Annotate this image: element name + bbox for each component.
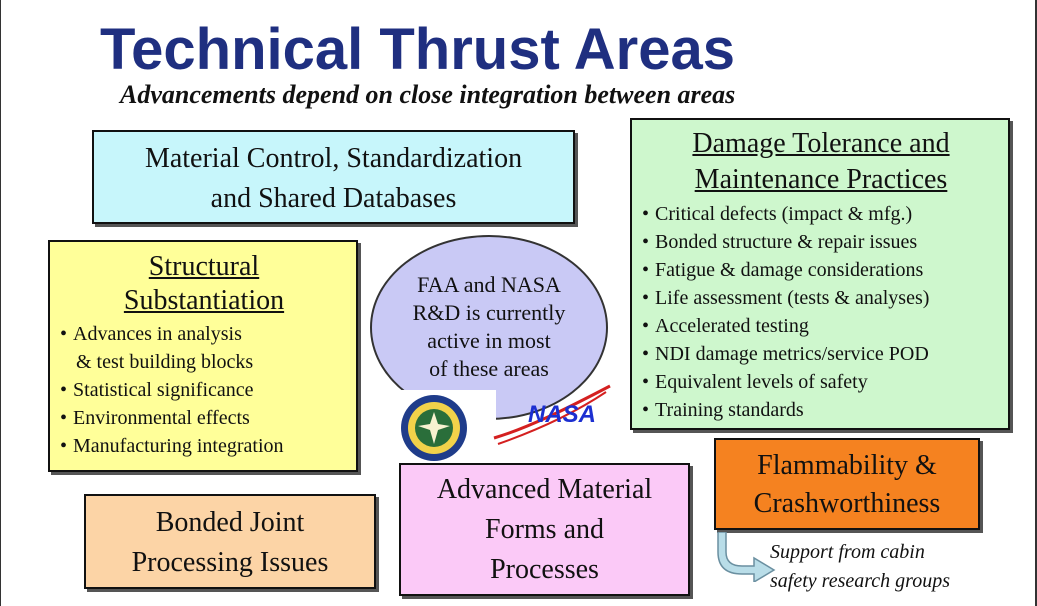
bonded-line-2: Processing Issues [131,547,329,578]
material-control-box: Material Control, Standardization and Sh… [92,130,575,224]
structural-substantiation-box: Structural Substantiation Advances in an… [48,240,358,472]
faa-seal-icon [396,390,496,464]
curved-arrow-icon [716,531,776,584]
flamm-line-2: Crashworthiness [753,488,941,519]
list-item: NDI damage metrics/service POD [642,340,1000,368]
circle-line-2: R&D is currently [412,300,566,325]
faa-nasa-circle: FAA and NASA R&D is currently active in … [370,235,608,420]
list-item: Manufacturing integration [60,432,348,460]
list-item: Life assessment (tests & analyses) [642,284,1000,312]
damage-tolerance-box: Damage Tolerance and Maintenance Practic… [630,118,1010,430]
damage-heading: Damage Tolerance and Maintenance Practic… [642,126,1000,198]
slide-title: Technical Thrust Areas [100,17,735,82]
list-item: Accelerated testing [642,312,1000,340]
list-item: Environmental effects [60,404,348,432]
list-item: Advances in analysis [60,320,348,348]
list-item: Statistical significance [60,376,348,404]
nasa-logo-text: NASA [528,401,596,428]
list-item: Equivalent levels of safety [642,368,1000,396]
bonded-line-1: Bonded Joint [155,507,305,538]
flammability-box: Flammability & Crashworthiness [714,438,980,530]
material-line-1: Material Control, Standardization [144,143,523,174]
structural-heading-line-1: Structural [148,251,260,282]
damage-list: Critical defects (impact & mfg.) Bonded … [642,200,1000,424]
nasa-logo-icon: NASA [488,378,618,448]
circle-line-3: active in most [427,328,551,353]
list-item: Bonded structure & repair issues [642,228,1000,256]
material-line-2: and Shared Databases [210,183,457,214]
damage-heading-line-1: Damage Tolerance and [692,128,950,159]
list-item: & test building blocks [76,351,254,373]
bonded-joint-box: Bonded Joint Processing Issues [84,494,376,589]
advanced-material-box: Advanced Material Forms and Processes [399,463,690,596]
list-item: Fatigue & damage considerations [642,256,1000,284]
structural-list: Advances in analysis & test building blo… [60,320,348,460]
circle-line-1: FAA and NASA [417,272,561,297]
circle-line-4: of these areas [429,356,549,381]
structural-heading: Structural Substantiation [60,250,348,318]
support-line-1: Support from cabin [770,541,925,563]
damage-heading-line-2: Maintenance Practices [694,164,948,195]
support-line-2: safety research groups [770,570,950,592]
advanced-line-3: Processes [490,554,599,585]
advanced-line-2: Forms and [485,514,604,545]
structural-heading-line-2: Substantiation [123,285,285,316]
flamm-line-1: Flammability & [757,450,937,481]
advanced-line-1: Advanced Material [436,474,653,505]
list-item: Critical defects (impact & mfg.) [642,200,1000,228]
slide-subtitle: Advancements depend on close integration… [120,80,736,109]
support-note: Support from cabin safety research group… [770,538,1020,596]
list-item: Training standards [642,396,1000,424]
